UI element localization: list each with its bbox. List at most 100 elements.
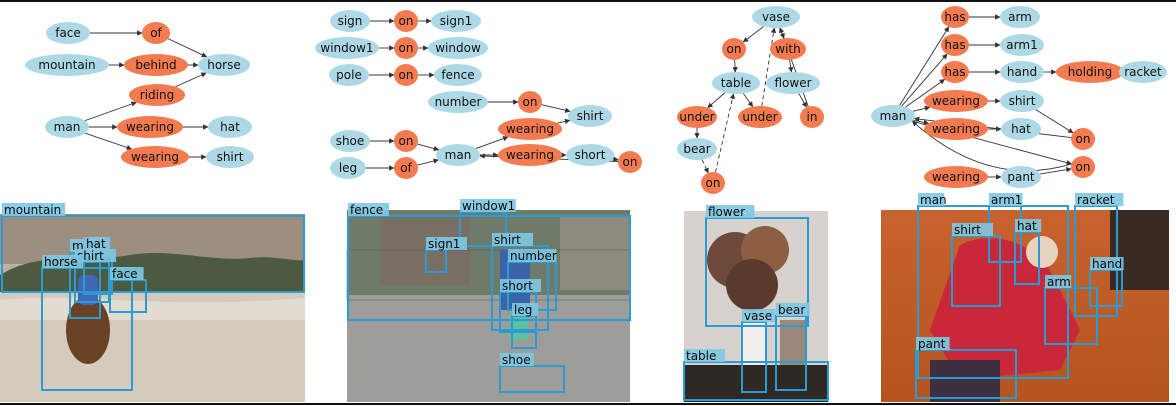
bbox-shirt: shirt (951, 223, 1001, 307)
relation-ellipse (738, 106, 782, 128)
bbox-racket: racket (1074, 193, 1124, 317)
object-ellipse (45, 116, 89, 138)
object-ellipse (1001, 118, 1041, 140)
object-ellipse (766, 72, 820, 94)
relation-ellipse (117, 116, 183, 138)
graph-node-window: window (428, 37, 488, 59)
bbox-label-bg (500, 279, 541, 292)
bbox-label-bg (952, 223, 993, 236)
bbox-label-bg (742, 309, 776, 322)
object-ellipse (871, 105, 915, 127)
relation-ellipse (498, 144, 562, 166)
graph-node-wearing3: wearing (924, 166, 988, 188)
bbox-label-bg (110, 267, 144, 280)
bbox-label: bear (778, 303, 805, 317)
relation-ellipse (924, 118, 988, 140)
relation-ellipse (518, 91, 542, 113)
bbox-label: number (510, 249, 557, 263)
bbox-sign1: sign1 (425, 237, 467, 273)
graph-node-number: number (428, 91, 488, 113)
node-label: shirt (217, 150, 244, 164)
object-ellipse (1000, 6, 1040, 28)
node-label: with (775, 42, 800, 56)
photo-tennis-court (881, 210, 1169, 402)
graph-edge (715, 93, 736, 173)
node-label: under (679, 110, 714, 124)
graph-edge (167, 38, 208, 58)
relation-ellipse (142, 22, 170, 44)
object-ellipse (330, 157, 366, 179)
graph-node-wearing1: wearing (117, 116, 183, 138)
graph-node-of: of (394, 157, 418, 179)
node-label: man (54, 120, 81, 134)
object-ellipse (329, 64, 369, 86)
bbox-label-bg (84, 237, 111, 250)
graph-node-hat: hat (1001, 118, 1041, 140)
bbox-label: shirt (77, 249, 104, 263)
node-label: hat (220, 120, 240, 134)
graph-node-on2: on (1071, 156, 1095, 178)
node-label: window (435, 41, 481, 55)
bbox-label-bg (492, 233, 533, 246)
object-ellipse (330, 130, 370, 152)
relation-ellipse (394, 130, 418, 152)
bbox-vase: vase (741, 309, 776, 393)
bbox-label: pant (918, 337, 946, 351)
bbox-label-bg (348, 203, 389, 216)
graph-node-fence: fence (434, 64, 482, 86)
photo-tennis-street (346, 210, 631, 402)
photo-vase (684, 211, 828, 402)
node-label: flower (774, 76, 811, 90)
node-label: pant (1007, 170, 1035, 184)
bbox-label: mountain (4, 203, 61, 217)
node-label: of (400, 161, 412, 175)
bbox-label-bg (1090, 257, 1124, 270)
graph-node-wearing2: wearing (121, 146, 189, 168)
graph-node-shirt: shirt (568, 105, 612, 127)
node-label: riding (140, 88, 174, 102)
graph-node-wearing1: wearing (498, 118, 562, 140)
bbox-bear: bear (775, 303, 810, 391)
graph-node-man: man (436, 144, 480, 166)
node-label: behind (135, 58, 176, 72)
bbox-rect (347, 215, 631, 321)
graph-node-on6: on (618, 151, 642, 173)
graph-node-shoe: shoe (330, 130, 370, 152)
graph-node-face: face (46, 22, 90, 44)
graph-edge (761, 27, 777, 107)
graph-node-mountain: mountain (25, 54, 109, 76)
graph-node-under1: under (677, 106, 717, 128)
node-label: shoe (336, 134, 365, 148)
node-label: sign (338, 14, 363, 28)
bbox-pant: pant (915, 337, 1017, 399)
node-label: on (1076, 132, 1091, 146)
bounding-boxes-layer: mountainmanhatshirthorsefacefencewindow1… (1, 193, 1124, 401)
bbox-arm: arm (1044, 275, 1098, 345)
bbox-label-bg (460, 199, 516, 212)
node-label: wearing (932, 170, 980, 184)
bbox-leg: leg (511, 303, 539, 349)
relation-ellipse (941, 34, 969, 56)
bbox-horse: horse (41, 255, 133, 391)
node-label: on (399, 68, 414, 82)
graph-edge (742, 26, 764, 43)
object-ellipse (206, 146, 254, 168)
bbox-face: face (109, 267, 147, 313)
bbox-label-bg (684, 349, 725, 362)
node-label: on (399, 41, 414, 55)
graph-edge (912, 105, 931, 112)
graph-edge (701, 159, 709, 174)
node-label: face (55, 26, 81, 40)
graph-node-racket: racket (1119, 61, 1167, 83)
bbox-rect (683, 361, 829, 401)
object-ellipse (198, 54, 250, 76)
node-label: has (944, 65, 965, 79)
relation-ellipse (924, 90, 988, 112)
relation-ellipse (394, 10, 418, 32)
bbox-mountain: mountain (1, 203, 305, 293)
bbox-short: short (499, 279, 541, 333)
